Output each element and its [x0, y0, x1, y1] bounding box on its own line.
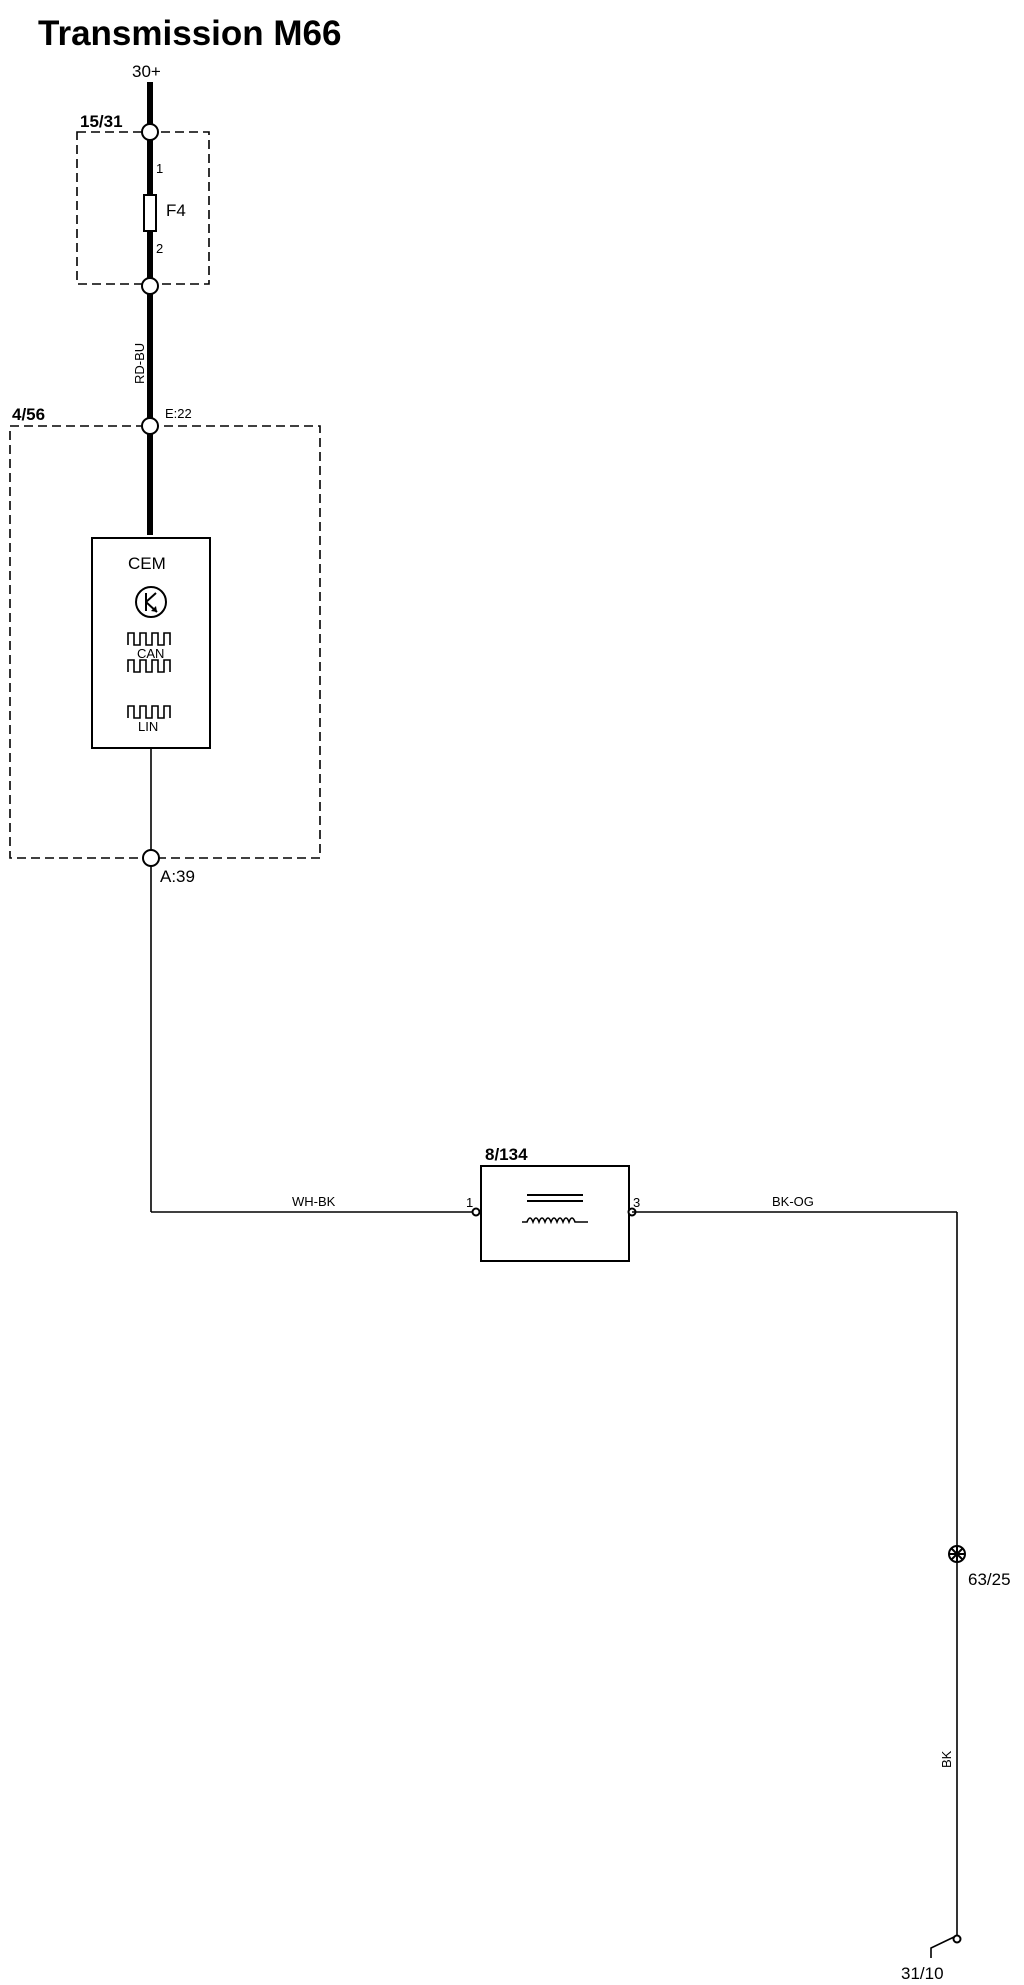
wire-wh-bk-label: WH-BK [292, 1194, 336, 1209]
wire-bk-og-label: BK-OG [772, 1194, 814, 1209]
fuse-f4 [143, 194, 157, 232]
can-label: CAN [137, 646, 164, 661]
component-pin-1-node [471, 1207, 481, 1217]
fuse-pin-2: 2 [156, 241, 163, 256]
module-box [9, 425, 321, 859]
module-box-label: 4/56 [12, 405, 45, 424]
module-pin-out: A:39 [160, 867, 195, 886]
diagram-title: Transmission M66 [38, 14, 342, 53]
cem-block [91, 537, 211, 749]
component-label: 8/134 [485, 1145, 528, 1164]
fuse-pin-1: 1 [156, 161, 163, 176]
ground-symbol [930, 1936, 955, 1958]
module-pin-in: E:22 [165, 406, 192, 421]
component-pin-1: 1 [466, 1195, 473, 1210]
supply-label: 30+ [132, 62, 161, 81]
ground-terminal-node [952, 1934, 962, 1944]
fuse-name: F4 [166, 201, 186, 220]
module-pin-out-node [142, 849, 160, 867]
wire-bk-label: BK [939, 1750, 954, 1768]
lin-signal-icon [127, 705, 171, 719]
component-8-134 [480, 1165, 630, 1262]
can-signal-icon [127, 632, 171, 673]
fuse-box-top-node [141, 123, 159, 141]
fuse-box-bottom-node [141, 277, 159, 295]
component-pin-3: 3 [633, 1195, 640, 1210]
coil-icon [522, 1194, 588, 1225]
module-pin-in-node [141, 417, 159, 435]
ground-label: 31/10 [901, 1964, 944, 1980]
wire-rd-bu-label: RD-BU [132, 343, 147, 384]
fuse-box-label: 15/31 [80, 112, 123, 131]
cem-name: CEM [128, 554, 166, 573]
splice-icon [948, 1545, 966, 1563]
lin-label: LIN [138, 719, 158, 734]
transistor-icon [135, 586, 167, 618]
splice-label: 63/25 [968, 1570, 1011, 1589]
